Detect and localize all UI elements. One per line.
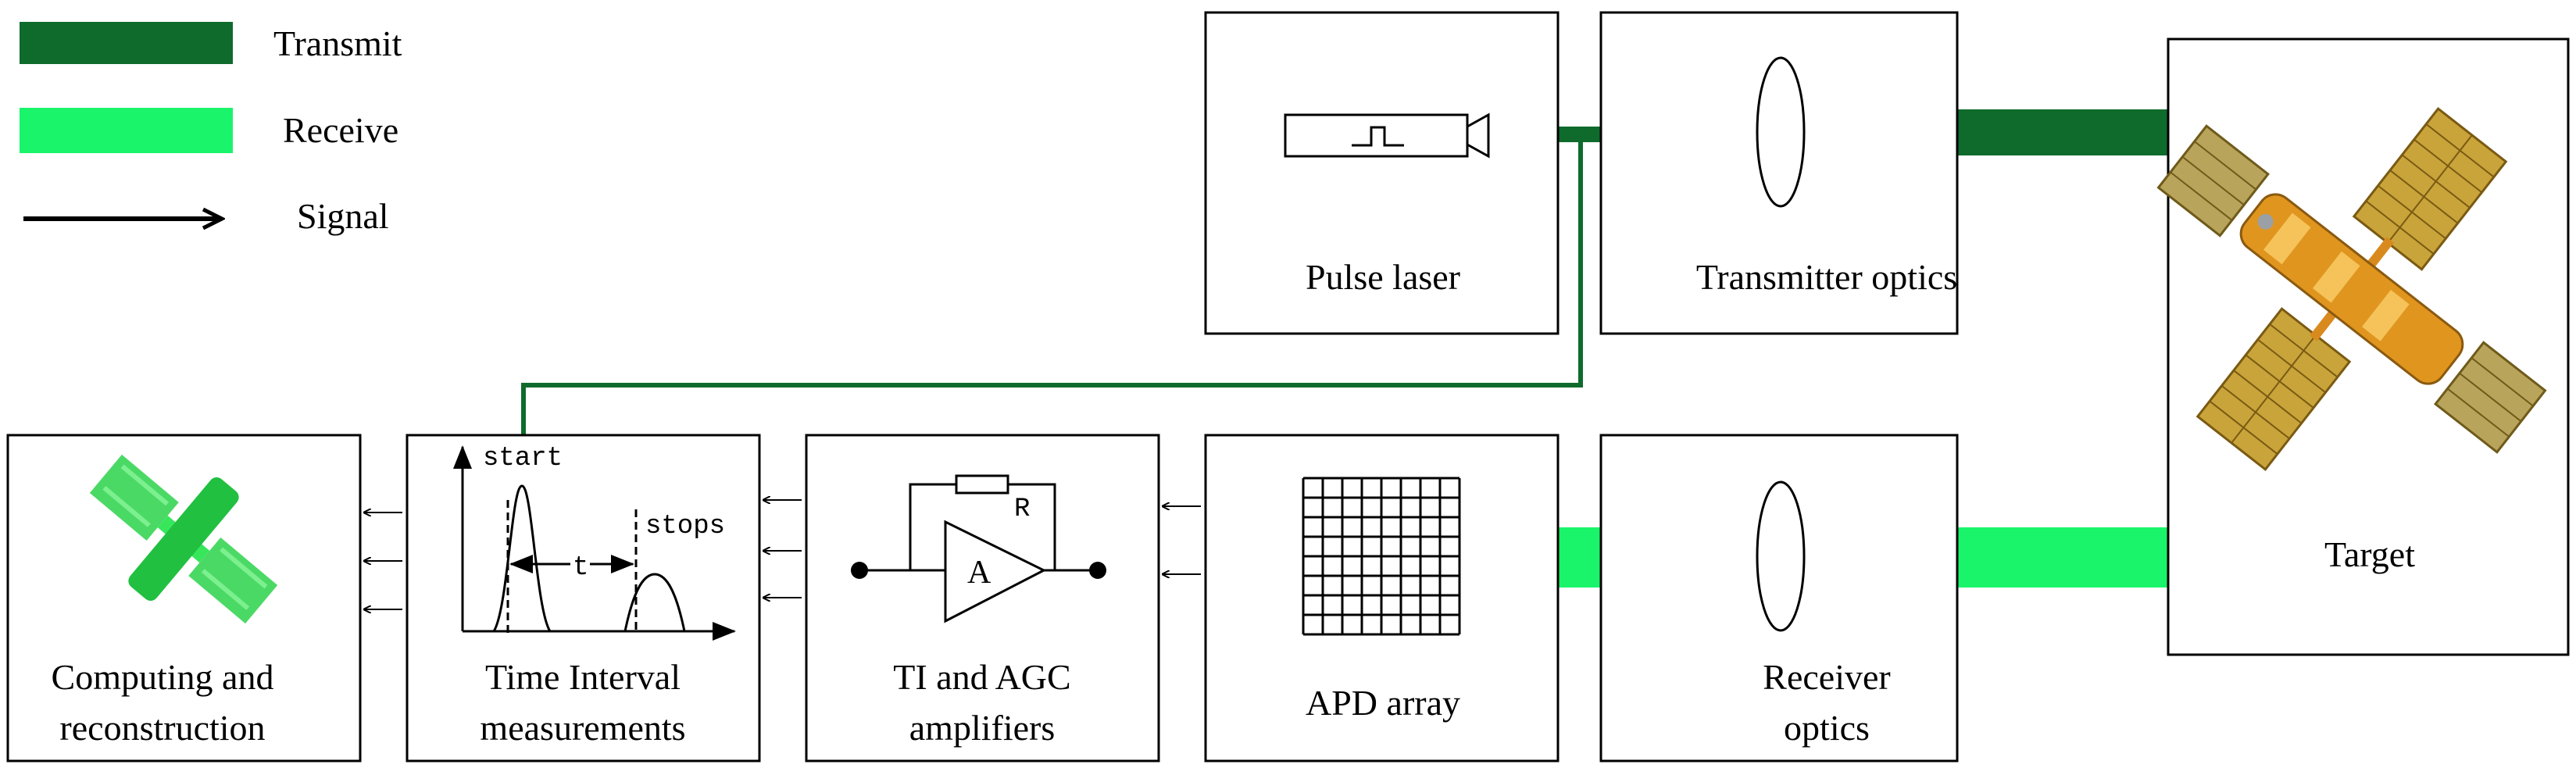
interval-label: t [573, 553, 588, 583]
start-pulse [492, 484, 552, 632]
apd-array-label: APD array [1306, 683, 1460, 723]
solar-panel-upper [2156, 124, 2270, 238]
apd-array-block: APD array [1204, 434, 1560, 762]
target-label: Target [2324, 534, 2415, 574]
solar-panel-lower [2434, 341, 2547, 454]
pulse-laser-block: Pulse laser [1204, 11, 1560, 335]
transmitter-optics-block: Transmitter optics [1599, 11, 1959, 335]
target-block: Target [2156, 38, 2570, 656]
amplifier-label-line1: TI and AGC [893, 657, 1070, 697]
stops-label: stops [645, 512, 725, 541]
signal-legend-label: Signal [297, 196, 389, 236]
legend: Transmit Receive Signal [20, 22, 402, 236]
amplifier-label-line2: amplifiers [909, 708, 1056, 748]
laser-to-optics-beam [1558, 127, 1601, 142]
time-interval-label-line1: Time Interval [485, 657, 681, 697]
receive-beam-from-target [1957, 527, 2168, 588]
transmit-beam-to-target [1957, 109, 2168, 155]
time-interval-label-line2: measurements [480, 708, 685, 748]
amp-input-node [851, 562, 868, 579]
reconstructed-satellite-icon [89, 454, 278, 624]
transmitter-lens-icon [1756, 56, 1806, 208]
laser-housing [1284, 113, 1469, 158]
transmitter-optics-label: Transmitter optics [1696, 257, 1957, 297]
beams [1558, 109, 2168, 588]
receive-legend-label: Receive [283, 110, 398, 150]
pulse-laser-label: Pulse laser [1306, 257, 1460, 297]
start-signal-wire [521, 142, 1583, 435]
amp-label: A [967, 555, 991, 591]
solar-panel-right [2352, 107, 2508, 271]
pulse-icon [1352, 126, 1404, 147]
stop-pulse [623, 573, 686, 632]
time-interval-block: start stops t Time Interval measurements [406, 434, 761, 762]
start-label: start [483, 444, 563, 473]
satellite-icon [2156, 107, 2547, 471]
transmit-legend-swatch [20, 22, 233, 64]
receiver-optics-label-line1: Receiver [1763, 657, 1890, 697]
receiver-optics-label-line2: optics [1784, 708, 1870, 748]
op-amp-icon [944, 520, 1047, 623]
laser-nozzle [1466, 112, 1490, 159]
apd-grid-icon [1302, 477, 1461, 636]
receiver-optics-block: Receiver optics [1599, 434, 1959, 762]
signal-arrows [364, 500, 1201, 609]
computing-label-line2: reconstruction [59, 708, 265, 748]
transmit-legend-label: Transmit [273, 23, 402, 63]
computing-label-line1: Computing and [52, 657, 274, 697]
resistor-label: R [1014, 495, 1030, 524]
amp-output-node [1089, 562, 1106, 579]
receive-legend-swatch [20, 108, 233, 153]
resistor-icon [955, 474, 1009, 495]
amplifier-block: R A TI and AGC amplifiers [805, 434, 1160, 762]
computing-block: Computing and reconstruction [6, 434, 362, 762]
receiver-lens-icon [1756, 480, 1806, 632]
optics-to-apd-beam [1558, 527, 1601, 588]
